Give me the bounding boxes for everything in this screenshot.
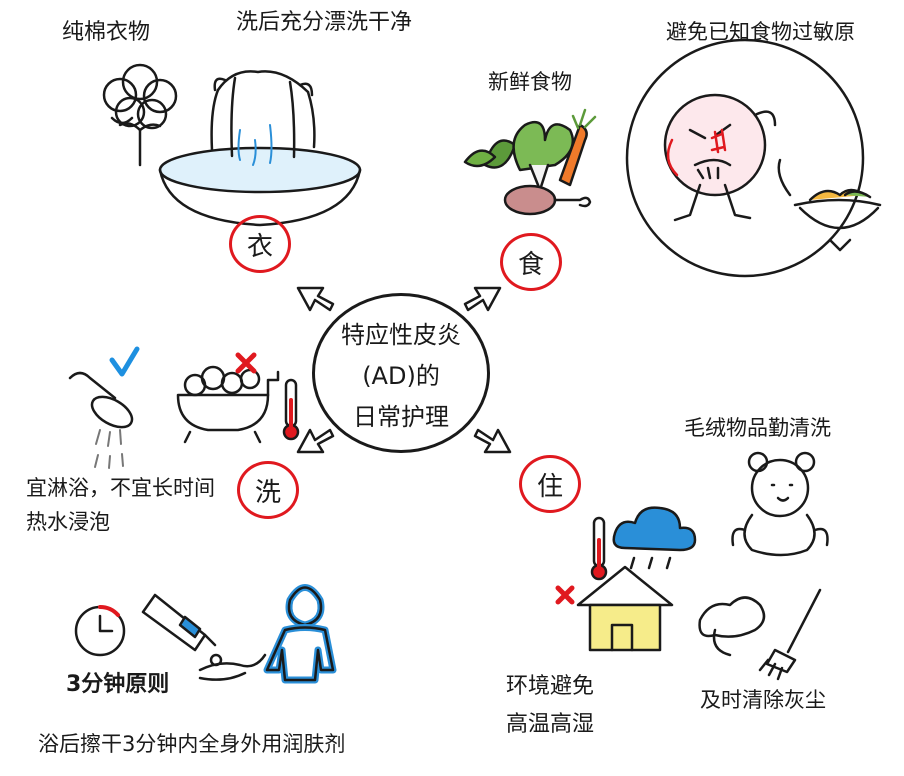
label-shower-2: 热水浸泡 xyxy=(26,510,110,534)
clock-icon xyxy=(74,604,126,657)
center-line-2: (AD)的 xyxy=(362,361,440,390)
category-clothing: 衣 xyxy=(229,215,291,273)
cross-icon xyxy=(555,585,575,605)
shower-icon xyxy=(68,371,134,469)
cotton-icon xyxy=(102,63,178,167)
washbasin-icon xyxy=(158,70,362,227)
center-topic: 特应性皮炎 (AD)的 日常护理 xyxy=(312,293,490,453)
label-dust: 及时清除灰尘 xyxy=(700,688,826,712)
hands-icon xyxy=(198,653,267,681)
label-env-2: 高温高湿 xyxy=(506,712,595,737)
arrow-to-clothing xyxy=(296,286,335,312)
house-icon xyxy=(576,565,674,652)
label-plush: 毛绒物品勤清洗 xyxy=(684,416,831,440)
thermometer-icon xyxy=(282,378,300,441)
broom-icon xyxy=(698,588,822,681)
label-avoid-allergens: 避免已知食物过敏原 xyxy=(666,20,855,44)
cloud-rain-icon xyxy=(612,506,697,570)
bowl-icon xyxy=(777,158,882,252)
teddy-bear-icon xyxy=(731,451,829,557)
vegetables-icon xyxy=(463,108,597,216)
center-line-3: 日常护理 xyxy=(353,402,449,431)
label-wash-clean: 洗后充分漂洗干净 xyxy=(236,10,413,35)
label-shower-1: 宜淋浴，不宜长时间 xyxy=(26,476,215,500)
category-food: 食 xyxy=(500,233,562,291)
body-icon xyxy=(263,584,337,684)
label-moisturize: 浴后擦干3分钟内全身外用润肤剂 xyxy=(38,732,346,756)
cross-icon xyxy=(235,352,257,374)
check-icon xyxy=(109,346,140,377)
label-fresh-food: 新鲜食物 xyxy=(488,70,572,94)
arrow-to-washing xyxy=(296,428,335,454)
label-env-1: 环境避免 xyxy=(506,674,595,699)
center-line-1: 特应性皮炎 xyxy=(341,320,461,349)
category-living: 住 xyxy=(519,455,581,513)
label-cotton: 纯棉衣物 xyxy=(62,20,151,45)
label-3min-rule: 3分钟原则 xyxy=(66,672,170,697)
lotion-icon xyxy=(141,593,217,652)
allergy-face-icon xyxy=(625,38,865,278)
arrow-to-food xyxy=(463,286,502,312)
thermometer-icon xyxy=(590,516,608,581)
bathtub-icon xyxy=(176,365,280,444)
arrow-to-living xyxy=(473,428,512,454)
category-washing: 洗 xyxy=(237,461,299,519)
